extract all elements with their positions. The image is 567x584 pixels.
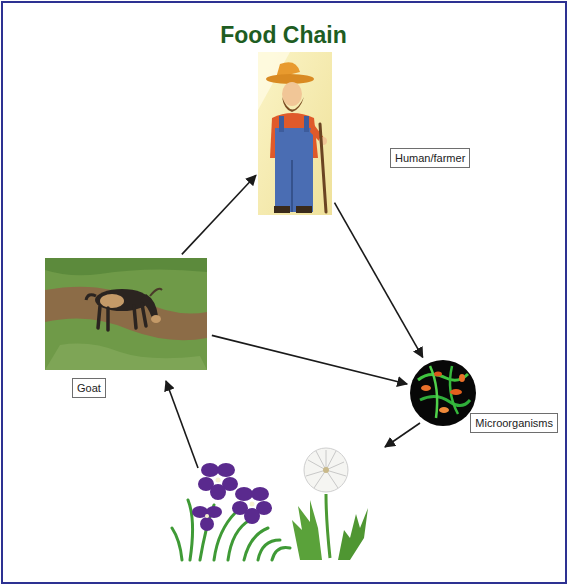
node-label: Human/farmer [390,148,470,168]
food-chain-arrow [334,203,422,358]
picture-node: Goat [45,258,207,370]
goat-picture [45,258,207,370]
diagram-title: Food Chain [0,22,567,49]
food-chain-arrow [182,175,256,254]
node-label: Microorganisms [470,413,558,433]
picture-node: Microorganisms [410,360,476,426]
food-chain-arrow [212,335,407,384]
microorganism-picture [410,360,476,426]
decomposer-arrow [385,423,420,447]
grazing-arrow [166,381,198,468]
plants-picture [172,448,368,560]
farmer-picture [258,52,332,215]
cycle-arrows [166,381,420,468]
node-label: Goat [72,378,106,398]
picture-node: Human/farmer [258,52,332,215]
